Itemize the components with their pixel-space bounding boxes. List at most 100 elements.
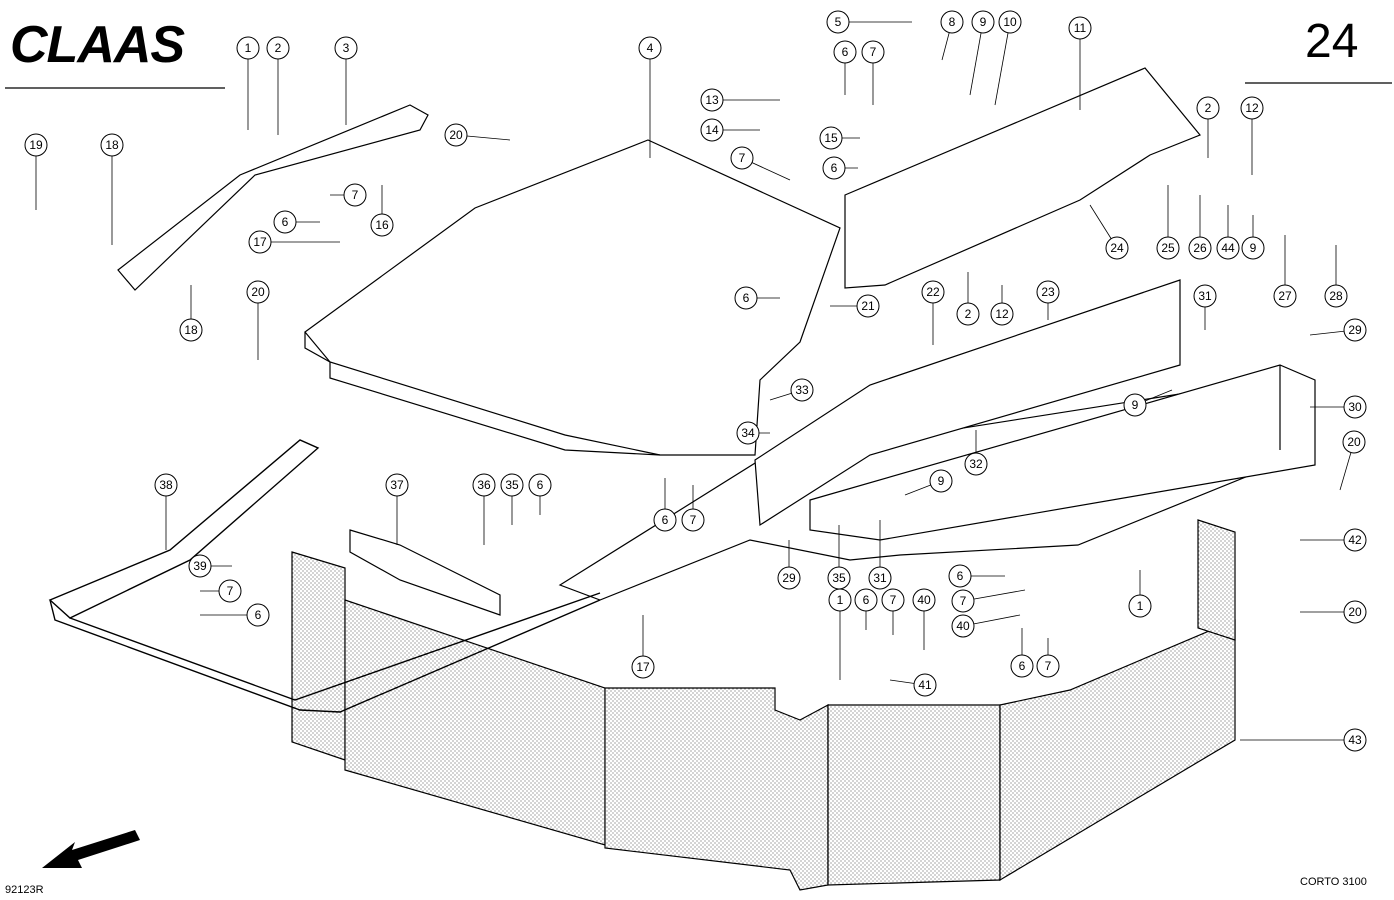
callout-circle (266, 36, 290, 60)
callout-2: 2 (1196, 96, 1220, 158)
callout-number: 42 (1348, 533, 1362, 547)
callout-circle (1123, 393, 1147, 417)
callout-number: 4 (647, 41, 654, 55)
callout-number: 28 (1329, 289, 1343, 303)
callout-number: 6 (743, 291, 750, 305)
callout-circle (246, 603, 270, 627)
callout-circle (444, 123, 468, 147)
callout-circle (248, 230, 272, 254)
callout-circle (1324, 284, 1348, 308)
callout-number: 18 (184, 323, 198, 337)
callout-9: 9 (1241, 215, 1265, 260)
callout-number: 27 (1278, 289, 1292, 303)
callout-44: 44 (1216, 205, 1240, 260)
callout-6: 6 (833, 40, 857, 95)
callout-11: 11 (1068, 16, 1092, 110)
callout-7: 7 (1036, 638, 1060, 678)
callout-number: 26 (1193, 241, 1207, 255)
callout-number: 39 (193, 559, 207, 573)
callout-43: 43 (1240, 728, 1367, 752)
callout-number: 41 (918, 678, 932, 692)
callout-circle (1196, 96, 1220, 120)
callout-circle (736, 421, 760, 445)
callout-circle (956, 302, 980, 326)
callout-circle (1128, 594, 1152, 618)
guard-skirt (291, 519, 1236, 891)
callout-number: 7 (890, 593, 897, 607)
callout-20: 20 (1339, 430, 1366, 491)
callout-circle (334, 36, 358, 60)
callout-23: 23 (1036, 280, 1060, 320)
callout-number: 34 (741, 426, 755, 440)
callout-number: 36 (477, 478, 491, 492)
callout-circle (861, 40, 885, 64)
side-bracket (117, 104, 429, 291)
callout-circle (921, 280, 945, 304)
callout-38: 38 (154, 473, 178, 550)
callout-circle (1342, 430, 1366, 454)
callout-circle (828, 588, 852, 612)
callout-number: 30 (1348, 400, 1362, 414)
callout-15: 15 (819, 126, 860, 150)
callout-40: 40 (912, 588, 936, 650)
callout-20: 20 (246, 280, 270, 360)
callout-30: 30 (1310, 395, 1367, 419)
callout-9: 9 (1123, 389, 1173, 417)
callout-7: 7 (200, 579, 242, 603)
callout-number: 6 (842, 45, 849, 59)
callout-29: 29 (1309, 318, 1367, 342)
callout-7: 7 (951, 589, 1026, 613)
callout-number: 7 (870, 45, 877, 59)
callout-circle (246, 280, 270, 304)
callout-1: 1 (236, 36, 260, 130)
callout-number: 7 (1045, 659, 1052, 673)
callout-1: 1 (828, 588, 852, 680)
callout-number: 32 (969, 457, 983, 471)
callout-circle (940, 10, 964, 34)
callout-circle (100, 133, 124, 157)
callout-35: 35 (827, 525, 851, 590)
callout-6: 6 (1010, 628, 1034, 678)
callout-33: 33 (769, 378, 814, 402)
callout-number: 7 (960, 594, 967, 608)
callout-number: 10 (1003, 15, 1017, 29)
callout-number: 2 (275, 41, 282, 55)
callout-number: 2 (1205, 101, 1212, 115)
callout-2: 2 (956, 272, 980, 326)
mounting-plate (349, 529, 501, 616)
callout-17: 17 (248, 230, 340, 254)
drawing-id: 92123R (5, 884, 44, 896)
callout-circle (913, 673, 937, 697)
callout-number: 7 (227, 584, 234, 598)
callout-circle (1188, 236, 1212, 260)
callout-circle (500, 473, 524, 497)
callout-circle (1343, 395, 1367, 419)
callout-40: 40 (951, 614, 1021, 638)
brand-logo: CLAAS (10, 16, 186, 74)
callout-35: 35 (500, 473, 524, 525)
callout-10: 10 (994, 10, 1022, 106)
callout-number: 6 (863, 593, 870, 607)
callout-number: 29 (782, 571, 796, 585)
leader-line (969, 21, 984, 96)
callout-number: 35 (832, 571, 846, 585)
callout-circle (1216, 236, 1240, 260)
callout-18: 18 (100, 133, 124, 245)
callout-number: 1 (245, 41, 252, 55)
callout-12: 12 (990, 285, 1014, 326)
callout-number: 9 (1132, 398, 1139, 412)
callout-number: 20 (1348, 605, 1362, 619)
callout-34: 34 (736, 421, 770, 445)
callout-circle (343, 183, 367, 207)
callout-circle (700, 88, 724, 112)
callout-number: 23 (1041, 285, 1055, 299)
callout-circle (790, 378, 814, 402)
callout-number: 12 (1245, 101, 1259, 115)
callout-16: 16 (370, 185, 394, 237)
svg-text:CLAAS: CLAAS (10, 16, 185, 74)
callout-number: 33 (795, 383, 809, 397)
callout-circle (179, 318, 203, 342)
callout-6: 6 (653, 478, 677, 532)
callout-3: 3 (334, 36, 358, 125)
